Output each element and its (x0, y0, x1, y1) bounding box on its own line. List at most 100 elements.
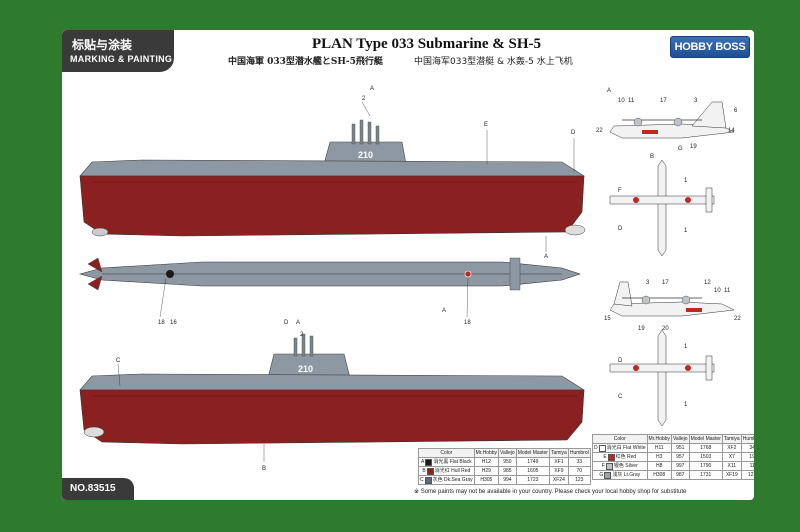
aircraft-b-callout-19: 19 (638, 326, 645, 332)
callout-B: B (262, 466, 266, 472)
paint-modelmaster: 1731 (688, 470, 723, 480)
paint-code: C (420, 477, 424, 484)
paint-tamiya: XF9 (548, 466, 569, 476)
paint-code: A (420, 459, 425, 466)
aircraft-b-callout-11: 11 (724, 288, 731, 294)
paint-tamiya: XF2 (721, 443, 742, 453)
instruction-sheet: 标贴与涂装 MARKING & PAINTING PLAN Type 033 S… (62, 30, 754, 500)
section-title-cn: 标贴与涂装 (72, 38, 133, 52)
aircraft-top-view: B 1 F D 1 (609, 154, 715, 257)
hull-number-top: 210 (358, 150, 373, 160)
paint-name: 灰色 Dk.Sea Gray (432, 477, 473, 484)
paint-vallejo: 951 (670, 443, 690, 453)
paint-code: F (601, 463, 605, 470)
aircraft-callout-3: 3 (694, 98, 698, 104)
aircraft-top-callout-1: 1 (684, 178, 688, 184)
callout-18-left: 18 (158, 320, 165, 326)
col-modelmaster: Model Master (515, 448, 550, 458)
submarine-side-view-bottom: 210 D A 2 C B (79, 320, 586, 472)
section-tab: 标贴与涂装 MARKING & PAINTING (62, 30, 174, 72)
callout-A-bottom: A (544, 254, 548, 260)
paint-mrhobby: H29 (473, 466, 500, 476)
aircraft-top-callout-1b: 1 (684, 228, 688, 234)
paint-mrhobby: H8 (646, 461, 672, 471)
col-vallejo: Vallejo (670, 434, 690, 444)
aircraft-callout-11: 11 (628, 98, 635, 104)
paint-modelmaster: 1749 (515, 457, 550, 467)
aircraft-bottom-callout-C: C (618, 394, 623, 400)
page-title: PLAN Type 033 Submarine & SH-5 (312, 36, 542, 52)
paint-swatch (605, 462, 613, 470)
aircraft-side-view-bottom: 15 19 20 3 17 12 10 11 22 (604, 280, 741, 332)
paint-tamiya: XF19 (721, 470, 742, 480)
col-modelmaster: Model Master (688, 434, 723, 444)
paint-modelmaster: 1723 (515, 475, 550, 485)
aircraft-bottom-callout-1: 1 (684, 344, 688, 350)
paint-swatch (607, 453, 615, 461)
paint-swatch (598, 444, 606, 452)
paint-humbrol: 19 (740, 452, 754, 462)
paint-modelmaster: 1768 (688, 443, 723, 453)
paint-swatch (604, 471, 612, 479)
aircraft-b-callout-17: 17 (662, 280, 669, 286)
callout-16: 16 (170, 320, 177, 326)
paint-table-left: Color Mr.Hobby Vallejo Model Master Tami… (418, 448, 591, 485)
aircraft-b-callout-10: 10 (714, 288, 721, 294)
paint-vallejo: 950 (498, 457, 517, 467)
submarine-side-view-top: 210 2 A E D A (79, 86, 586, 260)
callout-A-top: A (442, 308, 446, 314)
paint-mrhobby: H3 (646, 452, 672, 462)
subtitle-chinese: 中国海军033型潜艇 & 水轰-5 水上飞机 (414, 57, 573, 67)
paint-vallejo: 985 (498, 466, 517, 476)
col-mrhobby: Mr.Hobby (646, 434, 672, 444)
aircraft-callout-17: 17 (660, 98, 667, 104)
header: 标贴与涂装 MARKING & PAINTING PLAN Type 033 S… (62, 30, 754, 72)
aircraft-b-callout-22: 22 (734, 316, 741, 322)
aircraft-top-callout-B: B (650, 154, 654, 160)
paint-row: G浅灰 Lt.GrayH3089871731XF19127 (592, 470, 754, 480)
submarine-top-view: 18 16 A 18 (78, 257, 581, 326)
paint-modelmaster: 1790 (688, 461, 723, 471)
col-vallejo: Vallejo (498, 448, 517, 458)
painting-diagram: 210 2 A E D A 1 (78, 86, 741, 472)
paint-humbrol: 11 (740, 461, 754, 471)
callout-A: A (370, 86, 374, 92)
col-humbrol: Humbrol (567, 448, 591, 458)
col-humbrol: Humbrol (740, 434, 754, 444)
paint-vallejo: 957 (670, 452, 690, 462)
aircraft-b-callout-3: 3 (646, 280, 650, 286)
paint-humbrol: 34 (740, 443, 754, 453)
aircraft-top-callout-D: D (618, 226, 623, 232)
paint-tamiya: X7 (721, 452, 742, 462)
paint-code: G (599, 472, 604, 479)
paint-code: D (594, 445, 598, 452)
paint-availability-note: ※ Some paints may not be available in yo… (414, 489, 687, 495)
paint-swatch (425, 458, 433, 466)
paint-tamiya: XF1 (548, 457, 569, 467)
aircraft-bottom-callout-1b: 1 (684, 402, 688, 408)
paint-tamiya: XF24 (548, 475, 569, 485)
paint-name: 消光红 Hull Red (434, 468, 471, 475)
paint-vallejo: 987 (670, 470, 690, 480)
section-title-en: MARKING & PAINTING (70, 54, 173, 64)
paint-vallejo: 997 (670, 461, 690, 471)
aircraft-b-callout-20: 20 (662, 326, 669, 332)
paint-humbrol: 33 (567, 457, 591, 467)
callout-2-bottom: 2 (300, 332, 304, 338)
aircraft-side-view-top: A 10 11 17 3 6 22 G 19 14 (596, 88, 738, 152)
paint-swatch (424, 476, 432, 484)
paint-humbrol: 70 (567, 466, 591, 476)
callout-D-bottom: D (284, 320, 289, 326)
aircraft-callout-14: 14 (728, 128, 735, 134)
aircraft-callout-A: A (607, 88, 611, 94)
paint-humbrol: 123 (567, 475, 591, 485)
paint-name: 红色 Red (615, 454, 637, 461)
